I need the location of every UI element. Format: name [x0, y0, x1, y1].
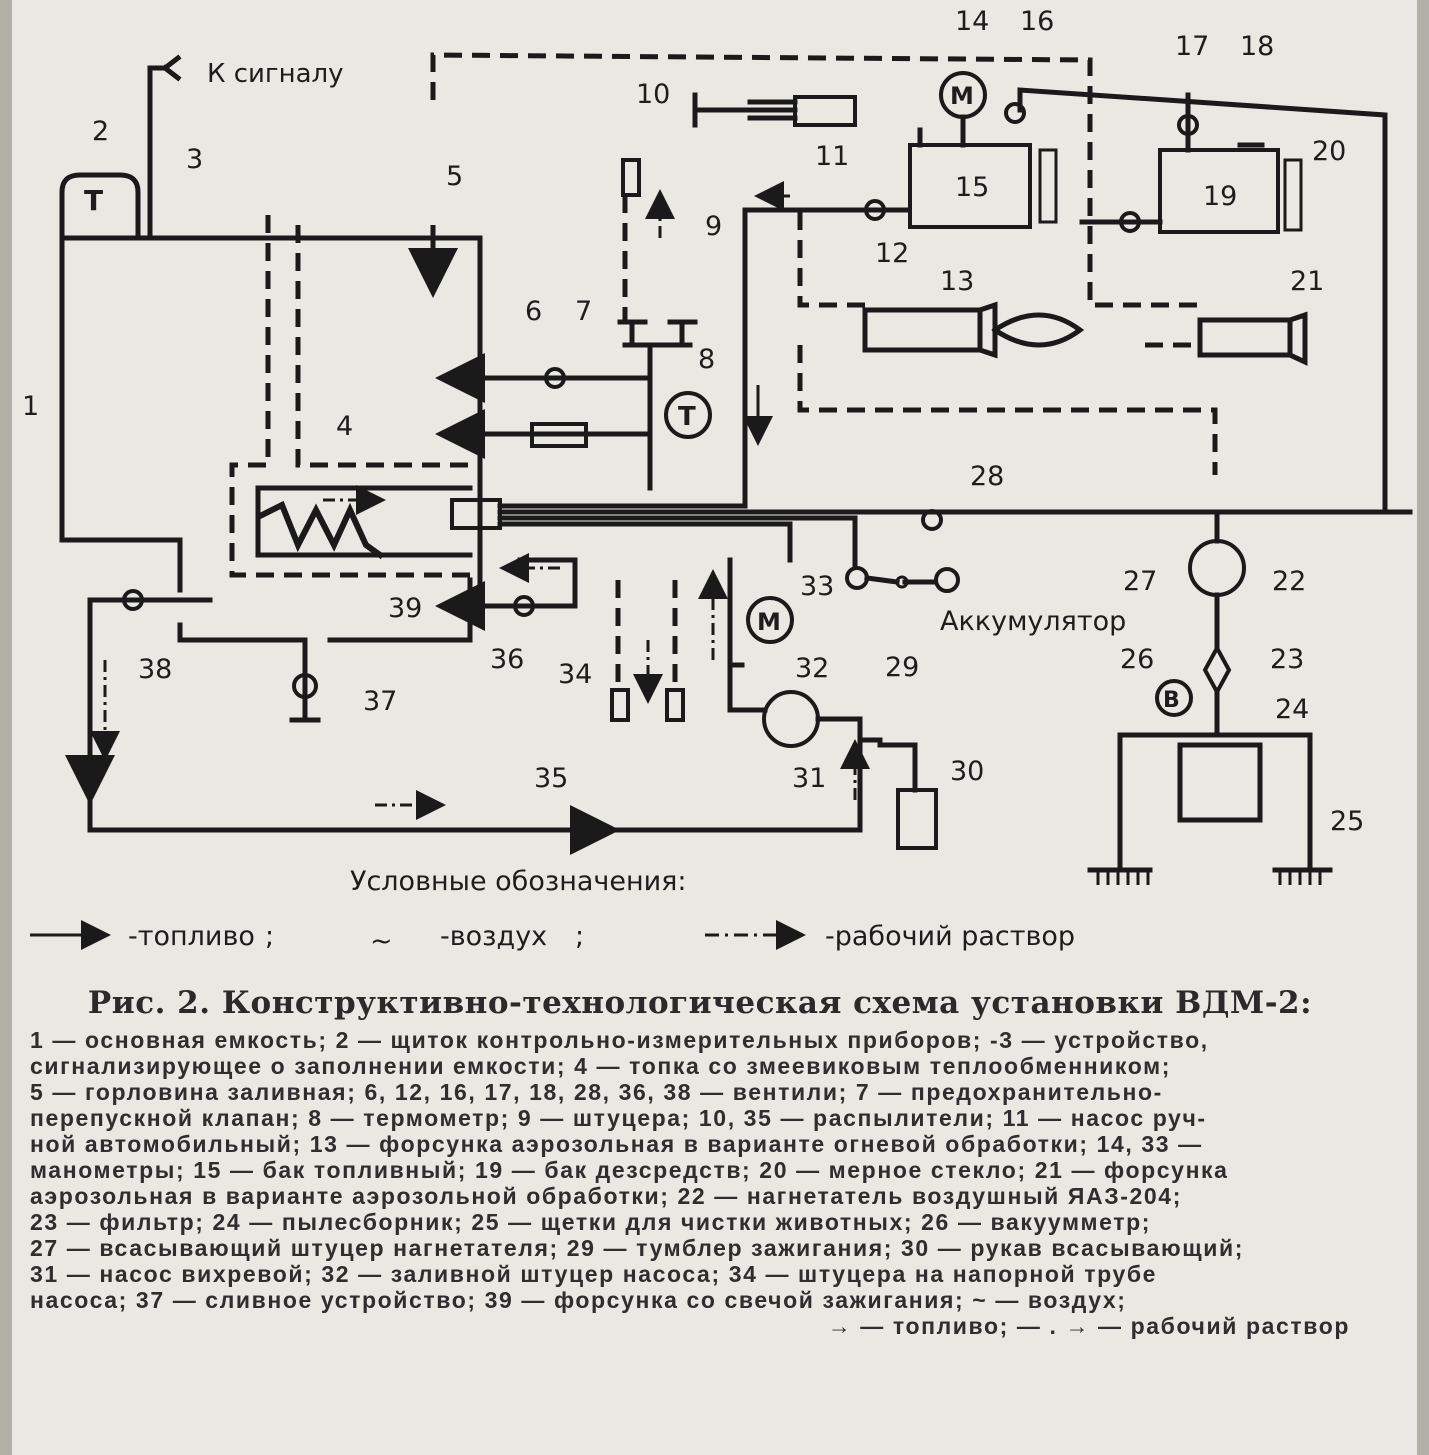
number-22: 22	[1272, 566, 1306, 597]
caption-line: насоса; 37 — сливное устройство; 39 — фо…	[30, 1287, 1127, 1313]
caption-line: 31 — насос вихревой; 32 — заливной штуце…	[30, 1261, 1158, 1287]
caption-line: 1 — основная емкость; 2 — щиток контроль…	[30, 1027, 1209, 1053]
fitting-9	[617, 319, 698, 348]
number-23: 23	[1270, 644, 1304, 675]
number-10: 10	[636, 79, 670, 110]
legend-fuel: -топливо	[128, 921, 255, 952]
number-37: 37	[363, 686, 397, 717]
gauge-panel	[59, 172, 141, 241]
caption-line: → — топливо; — . → — рабочий раствор	[827, 1313, 1350, 1339]
figure-caption: Рис. 2. Конструктивно-технологическая сх…	[30, 985, 1370, 1339]
number-3: 3	[186, 144, 203, 175]
gauge-2-letter: Т	[84, 184, 103, 217]
number-20: 20	[1312, 136, 1346, 167]
number-12: 12	[875, 238, 909, 269]
vacuum-26-letter: В	[1163, 688, 1180, 713]
caption-line: сигнализирующее о заполнении емкости; 4 …	[30, 1053, 1171, 1079]
caption-body: 1 — основная емкость; 2 — щиток контроль…	[30, 1027, 1370, 1339]
caption-line: перепускной клапан; 8 — термометр; 9 — ш…	[30, 1105, 1207, 1131]
relief-valve-7	[530, 422, 588, 448]
number-21: 21	[1290, 266, 1324, 297]
number-4: 4	[336, 411, 353, 442]
number-16: 16	[1020, 6, 1054, 37]
number-35: 35	[534, 763, 568, 794]
valve-28	[921, 509, 943, 531]
signal-label: К сигналу	[207, 59, 344, 89]
legend-fuel-sep: ;	[265, 921, 274, 952]
legend-solution: -рабочий раствор	[825, 921, 1075, 952]
number-26: 26	[1120, 644, 1154, 675]
number-18: 18	[1240, 31, 1274, 62]
heat-coil	[257, 500, 385, 560]
legend-title: Условные обозначения:	[350, 866, 687, 897]
fuel-tank-15	[908, 143, 1032, 229]
number-5: 5	[446, 161, 463, 192]
number-28: 28	[970, 461, 1004, 492]
number-39: 39	[388, 593, 422, 624]
suction-strainer-30	[896, 788, 938, 850]
number-17: 17	[1175, 31, 1209, 62]
number-7: 7	[575, 296, 592, 327]
number-6: 6	[525, 296, 542, 327]
signal-wire	[147, 54, 182, 241]
number-24: 24	[1275, 694, 1309, 725]
legend-air-sep: ;	[575, 921, 584, 952]
number-25: 25	[1330, 806, 1364, 837]
number-33: 33	[800, 571, 834, 602]
number-27: 27	[1123, 566, 1157, 597]
number-15b: 15	[955, 172, 989, 203]
paper-sheet	[12, 0, 1417, 1455]
drain-37	[289, 637, 321, 723]
number-30: 30	[950, 756, 984, 787]
aerosol-nozzle-21	[1197, 311, 1308, 366]
number-13: 13	[940, 266, 974, 297]
number-38: 38	[138, 654, 172, 685]
dust-collector-24	[1117, 732, 1313, 873]
motor-33-letter: М	[757, 608, 781, 636]
number-11: 11	[815, 141, 849, 172]
number-34: 34	[558, 659, 592, 690]
caption-line: аэрозольная в варианте аэрозольной обраб…	[30, 1183, 1182, 1209]
number-2: 2	[92, 116, 109, 147]
number-9: 9	[705, 211, 722, 242]
number-1: 1	[22, 391, 39, 422]
battery-label: Аккумулятор	[940, 606, 1126, 637]
caption-line: манометры; 15 — бак топливный; 19 — бак …	[30, 1157, 1229, 1183]
caption-line: 5 — горловина заливная; 6, 12, 16, 17, 1…	[30, 1079, 1163, 1105]
disinfectant-tank-19	[1158, 148, 1280, 234]
number-8: 8	[698, 344, 715, 375]
legend-air-symbol: ~	[370, 926, 393, 957]
vortex-pump-31	[762, 690, 820, 748]
caption-line: 23 — фильтр; 24 — пылесборник; 25 — щетк…	[30, 1209, 1152, 1235]
number-36: 36	[490, 644, 524, 675]
legend-air: -воздух	[440, 921, 547, 952]
valve-36	[513, 595, 535, 617]
caption-title: Рис. 2. Конструктивно-технологическая сх…	[87, 985, 1313, 1021]
aerosol-nozzle-13	[862, 301, 1085, 359]
number-32: 32	[795, 653, 829, 684]
blower-22	[1188, 539, 1246, 597]
valve-6	[544, 367, 566, 389]
number-31: 31	[792, 763, 826, 794]
caption-line: ной автомобильный; 13 — форсунка аэрозол…	[30, 1131, 1203, 1157]
burner-39	[450, 498, 502, 530]
number-14: 14	[955, 6, 989, 37]
number-29: 29	[885, 652, 919, 683]
schematic-diagram: Т Т М М В К сигналу Аккумулятор 1 2 3 4 …	[22, 6, 1413, 957]
caption-line: 27 — всасывающий штуцер нагнетателя; 29 …	[30, 1235, 1244, 1261]
number-19: 19	[1203, 181, 1237, 212]
motor-14-letter: М	[950, 82, 974, 110]
valve-38	[122, 589, 144, 611]
ignition-switch-29	[864, 575, 938, 585]
thermometer-8-letter: Т	[678, 402, 696, 432]
hand-pump-11	[793, 95, 857, 127]
